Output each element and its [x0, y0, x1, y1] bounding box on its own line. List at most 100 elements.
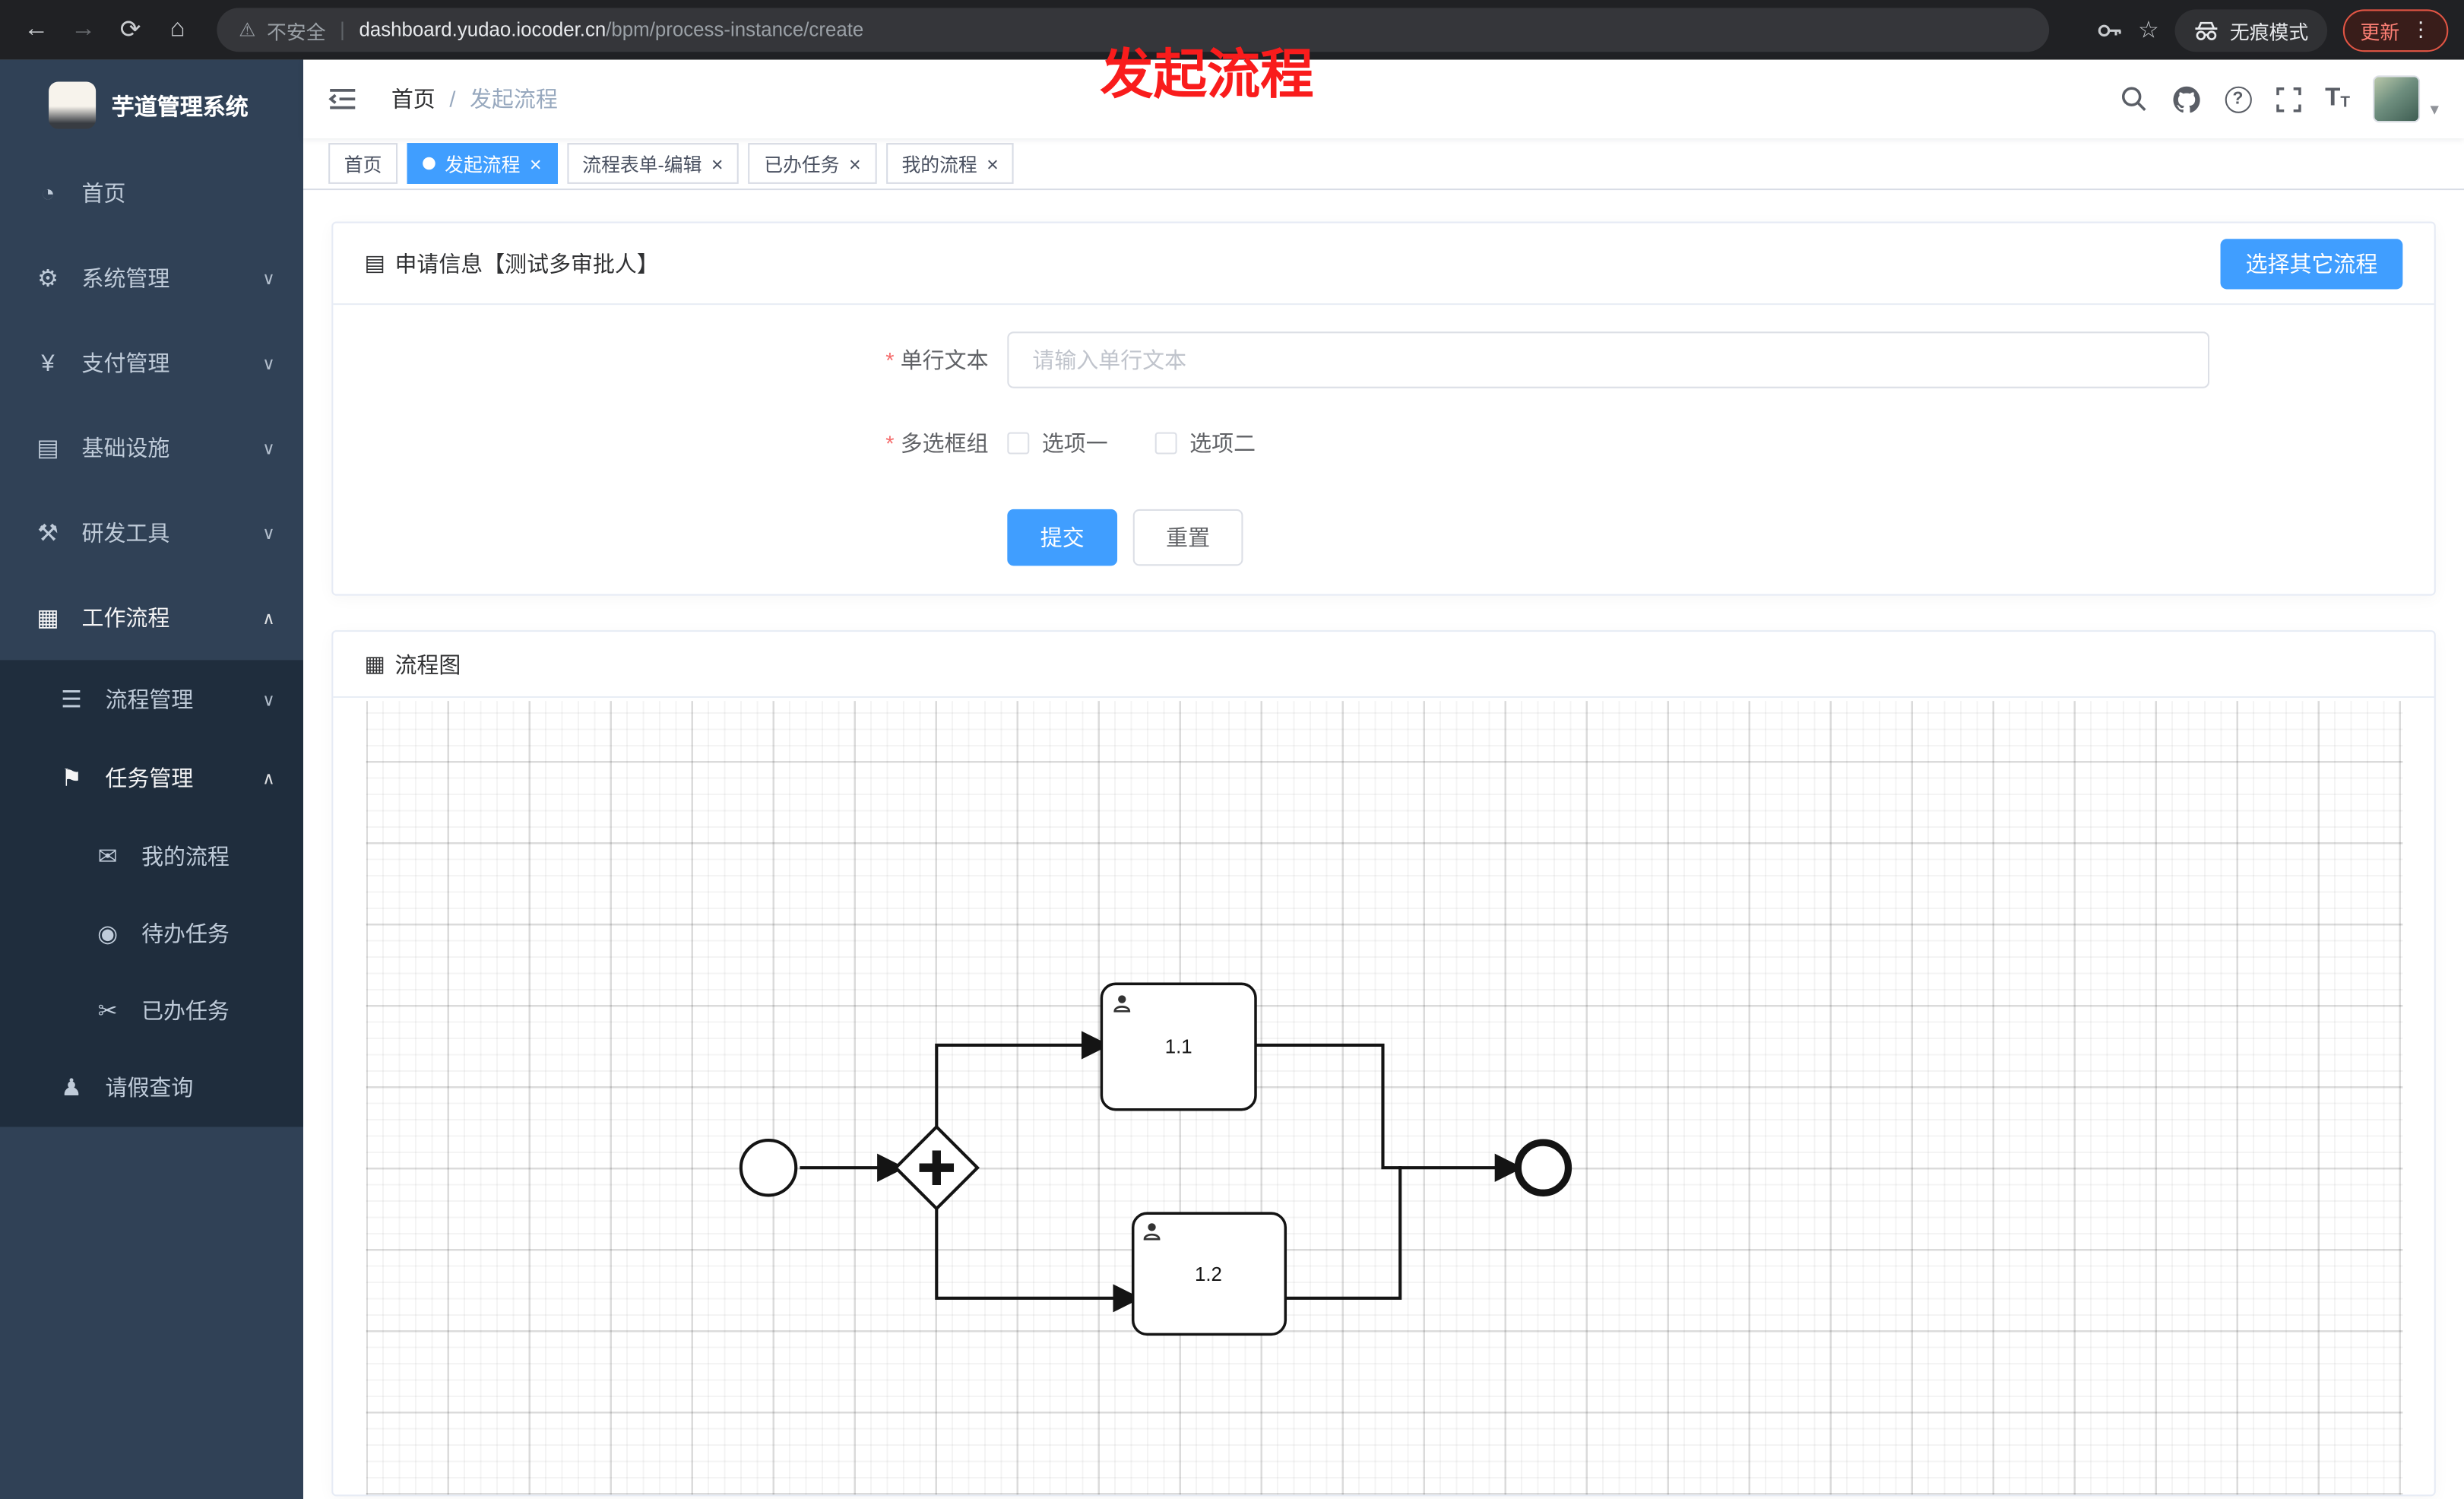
incognito-badge: 无痕模式	[2174, 8, 2328, 52]
fullscreen-icon[interactable]	[2275, 86, 2301, 113]
key-icon[interactable]	[2095, 17, 2122, 43]
sidebar-item-payment-management[interactable]: ¥ 支付管理 ∨	[0, 321, 303, 406]
url-text: dashboard.yudao.iocoder.cn/bpm/process-i…	[359, 18, 864, 41]
sidebar-menu: ◔ 首页 ⚙ 系统管理 ∨ ¥ 支付管理 ∨ ▤ 基础设施 ∨	[0, 151, 304, 1127]
sidebar: 芋道管理系统 ◔ 首页 ⚙ 系统管理 ∨ ¥ 支付管理 ∨ ▤	[0, 59, 304, 1499]
reset-button[interactable]: 重置	[1132, 509, 1243, 566]
user-menu[interactable]: ▾	[2374, 75, 2439, 123]
sidebar-item-workflow[interactable]: ▦ 工作流程 ∧	[0, 575, 303, 661]
server-icon: ▤	[36, 435, 59, 462]
tab-home[interactable]: 首页	[328, 143, 398, 184]
user-task-1-1[interactable]: 1.1	[1100, 982, 1257, 1111]
omnibox-divider: |	[340, 18, 345, 41]
tab-process-form-edit[interactable]: 流程表单-编辑 ×	[566, 143, 740, 184]
tab-initiate-process[interactable]: 发起流程 ×	[407, 143, 558, 184]
incognito-icon	[2195, 21, 2218, 40]
checkbox-group: 选项一 选项二	[1007, 427, 1256, 458]
chrome-update-button[interactable]: 更新 ⋮	[2342, 8, 2449, 52]
eye-icon: ◉	[97, 920, 119, 947]
flag-icon: ⚑	[61, 765, 82, 793]
not-secure-label: 不安全	[267, 21, 326, 43]
close-icon[interactable]: ×	[711, 151, 724, 176]
breadcrumb: 首页 / 发起流程	[391, 84, 558, 115]
message-icon: ✉	[97, 843, 118, 870]
user-icon	[1143, 1223, 1161, 1241]
user-task-1-2[interactable]: 1.2	[1131, 1212, 1287, 1336]
logo-image	[49, 81, 97, 129]
user-icon	[1113, 995, 1131, 1013]
task-label: 1.2	[1195, 1264, 1222, 1285]
parallel-gateway[interactable]	[893, 1124, 980, 1211]
person-icon: ♟	[61, 1075, 82, 1102]
close-icon[interactable]: ×	[848, 151, 861, 176]
submit-button[interactable]: 提交	[1007, 509, 1118, 566]
bpmn-diagram: 1.1 1.2	[739, 982, 1572, 1336]
sidebar-item-dev-tools[interactable]: ⚒ 研发工具 ∨	[0, 490, 303, 575]
search-icon[interactable]	[2119, 85, 2147, 113]
end-event[interactable]	[1514, 1139, 1572, 1196]
flow-task-1-2-to-merge	[1285, 1166, 1402, 1300]
chevron-down-icon: ∨	[262, 269, 275, 289]
card-title: 流程图	[394, 651, 461, 677]
required-mark: *	[885, 430, 895, 456]
sidebar-item-infrastructure[interactable]: ▤ 基础设施 ∨	[0, 405, 303, 490]
breadcrumb-separator: /	[449, 86, 456, 112]
sidebar-item-done-tasks[interactable]: ✂ 已办任务	[0, 971, 303, 1048]
tab-done-tasks[interactable]: 已办任务 ×	[748, 143, 877, 184]
plus-icon	[919, 1150, 955, 1185]
top-navbar: 首页 / 发起流程 ?	[303, 59, 2464, 138]
start-event[interactable]	[739, 1138, 798, 1197]
required-mark: *	[885, 347, 895, 373]
task-label: 1.1	[1165, 1036, 1192, 1057]
not-secure-icon: ⚠	[239, 18, 256, 41]
single-line-text-input[interactable]	[1007, 331, 2210, 388]
checkbox-box[interactable]	[1007, 432, 1030, 455]
gear-icon: ⚙	[37, 265, 59, 293]
chevron-down-icon: ∨	[262, 690, 275, 710]
checkbox-box[interactable]	[1154, 432, 1177, 455]
bpmn-canvas[interactable]: 1.1 1.2	[366, 701, 2403, 1495]
address-bar[interactable]: ⚠ 不安全 | dashboard.yudao.iocoder.cn/bpm/p…	[217, 8, 2050, 52]
sidebar-item-system-management[interactable]: ⚙ 系统管理 ∨	[0, 236, 303, 321]
sidebar-item-process-management[interactable]: ☰ 流程管理 ∨	[0, 660, 303, 738]
diagram-icon: ▦	[364, 650, 386, 677]
browser-home-button[interactable]: ⌂	[169, 15, 185, 43]
dashboard-icon: ◔	[40, 179, 55, 207]
tools-icon: ⚒	[37, 520, 59, 547]
scissors-icon: ✂	[97, 997, 118, 1025]
checkbox-option-2[interactable]: 选项二	[1154, 427, 1256, 458]
browser-refresh-button[interactable]: ⟳	[119, 17, 141, 44]
yen-icon: ¥	[41, 350, 55, 377]
flow-gateway-to-task-1-2	[935, 1208, 1142, 1313]
sidebar-item-home[interactable]: ◔ 首页	[0, 151, 303, 236]
avatar[interactable]	[2374, 75, 2421, 123]
bookmark-star-icon[interactable]: ☆	[2138, 17, 2159, 44]
chevron-up-icon: ∧	[262, 769, 275, 788]
annotation-text: 发起流程	[1100, 45, 1314, 106]
card-title: 申请信息【测试多审批人】	[394, 250, 659, 276]
github-icon[interactable]	[2171, 84, 2201, 114]
browser-forward-button[interactable]: →	[71, 15, 97, 43]
breadcrumb-home[interactable]: 首页	[391, 86, 435, 112]
sidebar-item-leave-query[interactable]: ♟ 请假查询	[0, 1048, 303, 1127]
browser-menu-icon[interactable]: ⋮	[2410, 17, 2431, 41]
caret-down-icon: ▾	[2430, 100, 2439, 120]
app-title: 芋道管理系统	[111, 95, 249, 121]
sidebar-item-task-management[interactable]: ⚑ 任务管理 ∧	[0, 739, 303, 817]
app-logo[interactable]: 芋道管理系统	[0, 60, 303, 151]
help-icon[interactable]: ?	[2224, 85, 2251, 113]
close-icon[interactable]: ×	[987, 151, 999, 176]
workflow-submenu: ☰ 流程管理 ∨ ⚑ 任务管理 ∧ ✉ 我的流程 ◉	[0, 660, 304, 1127]
sidebar-item-todo-tasks[interactable]: ◉ 待办任务	[0, 894, 303, 971]
close-icon[interactable]: ×	[529, 151, 542, 176]
select-other-process-button[interactable]: 选择其它流程	[2220, 238, 2403, 289]
field-label-checkbox-group: *多选框组	[885, 430, 989, 456]
collapse-sidebar-icon[interactable]	[328, 87, 356, 112]
checkbox-option-1[interactable]: 选项一	[1007, 427, 1108, 458]
browser-back-button[interactable]: ←	[24, 15, 49, 43]
chevron-down-icon: ∨	[262, 439, 275, 458]
tab-my-processes[interactable]: 我的流程 ×	[885, 143, 1015, 184]
sidebar-item-my-processes[interactable]: ✉ 我的流程	[0, 817, 303, 894]
